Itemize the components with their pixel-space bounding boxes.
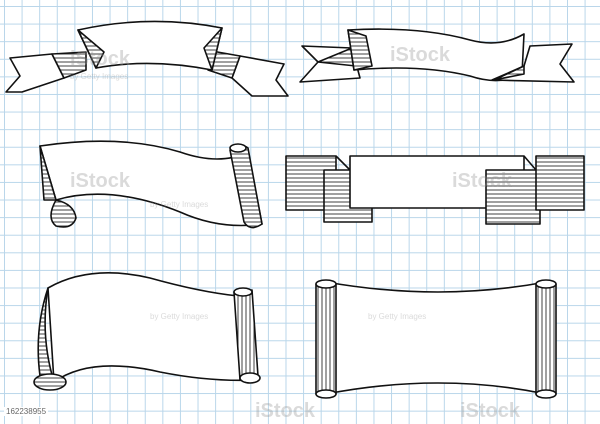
ribbon-banner-folded	[299, 28, 575, 83]
scroll-paper-rolled	[315, 279, 557, 399]
stock-image-id: 162238955	[4, 407, 49, 416]
ribbon-banner-panel	[285, 155, 585, 225]
ribbon-banner-arched	[5, 20, 289, 97]
scroll-paper-curled	[33, 272, 261, 391]
scroll-banner-wavy	[39, 140, 263, 229]
